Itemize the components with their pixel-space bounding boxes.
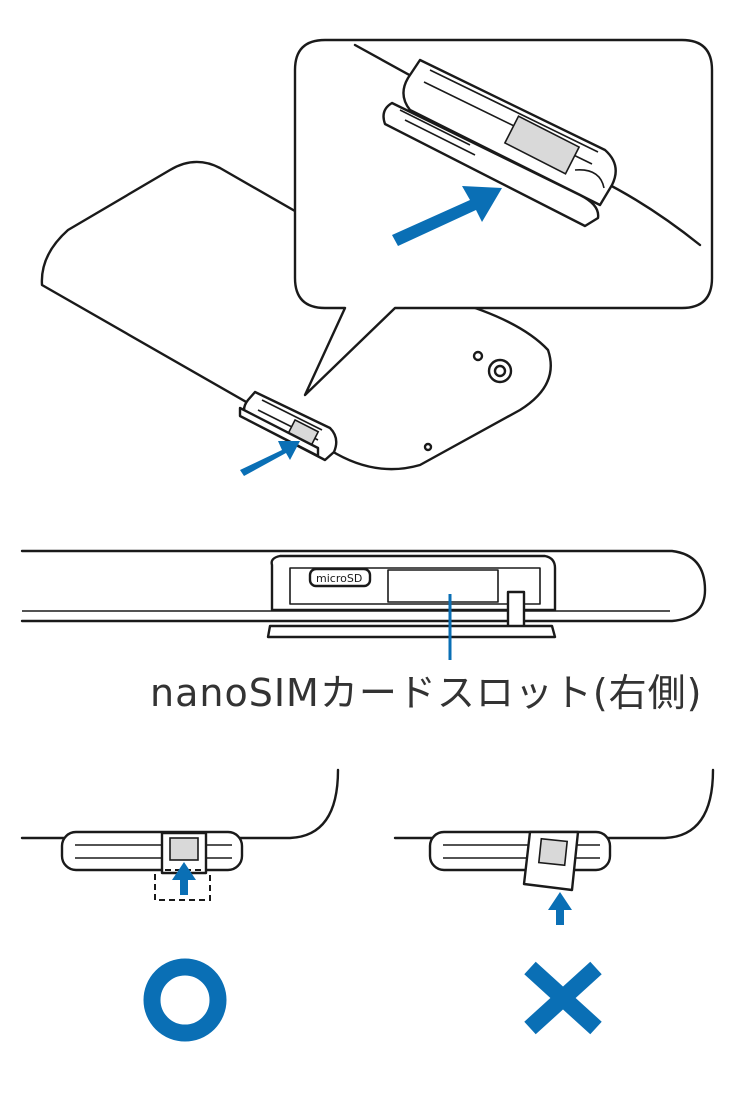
microsd-label: microSD	[316, 572, 362, 585]
camera-lens-outer	[487, 358, 513, 384]
correct-insertion-example	[20, 768, 340, 1042]
phone-side-view: microSD	[20, 549, 707, 660]
small-insert-arrow-icon	[240, 441, 300, 476]
nanosim-slot-label: nanoSIMカードスロット(右側)	[150, 671, 703, 715]
nanosim-card	[503, 115, 581, 175]
zoomed-sim-tray	[382, 58, 617, 228]
insert-arrow-icon	[392, 186, 502, 246]
flash-light	[472, 350, 484, 362]
camera-lens-inner	[493, 364, 507, 378]
incorrect-arrow-icon	[548, 892, 572, 925]
phone-back-illustration	[40, 160, 552, 471]
circle-o-icon	[143, 958, 227, 1042]
zoom-callout	[293, 38, 714, 397]
correct-arrow-icon	[172, 862, 196, 895]
small-sim-tray	[238, 390, 338, 462]
incorrect-insertion-example	[393, 768, 715, 1035]
microsd-tag	[308, 567, 372, 588]
phone-body	[40, 160, 552, 471]
strap-hole	[423, 442, 433, 452]
cross-x-icon	[524, 961, 602, 1035]
